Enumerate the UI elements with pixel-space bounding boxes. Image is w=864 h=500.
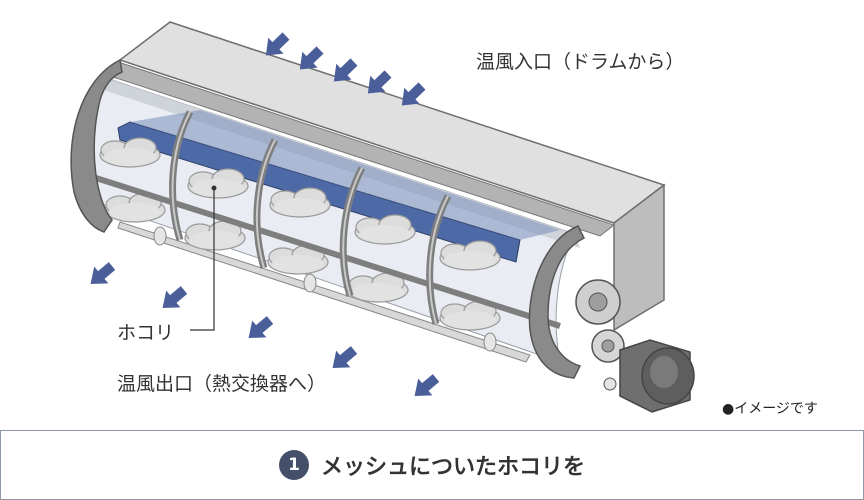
caption-text: メッシュについたホコリを [320, 455, 585, 480]
outlet-label: 温風出口（熱交換器へ） [117, 373, 327, 395]
caption-row: 1 メッシュについたホコリを [1, 431, 863, 499]
image-note: ●イメージです [722, 401, 818, 417]
dust-leader-line [190, 188, 215, 331]
outlet-arrow [325, 341, 362, 377]
caption-box: 1 メッシュについたホコリを [0, 430, 864, 500]
outlet-arrow [241, 311, 278, 347]
bottom-rod [117, 221, 531, 363]
dust-clump [269, 187, 331, 218]
outlet-arrow [155, 281, 192, 317]
dust-clump [99, 137, 161, 168]
filter-housing [102, 21, 666, 332]
right-end-cap [528, 225, 586, 379]
step-number-badge: 1 [278, 450, 309, 480]
dust-clump [354, 214, 416, 245]
motor-assembly [575, 279, 695, 413]
mesh-frame-highlight [171, 111, 449, 325]
outlet-arrow [83, 257, 120, 293]
dust-label: ホコリ [117, 322, 175, 344]
dust-clump [439, 240, 501, 271]
dust-clump [187, 168, 249, 199]
dust-leader-dot [211, 185, 217, 191]
outlet-arrow [407, 369, 444, 405]
left-end-cap [70, 58, 123, 233]
inlet-label: 温風入口（ドラムから） [476, 51, 685, 73]
